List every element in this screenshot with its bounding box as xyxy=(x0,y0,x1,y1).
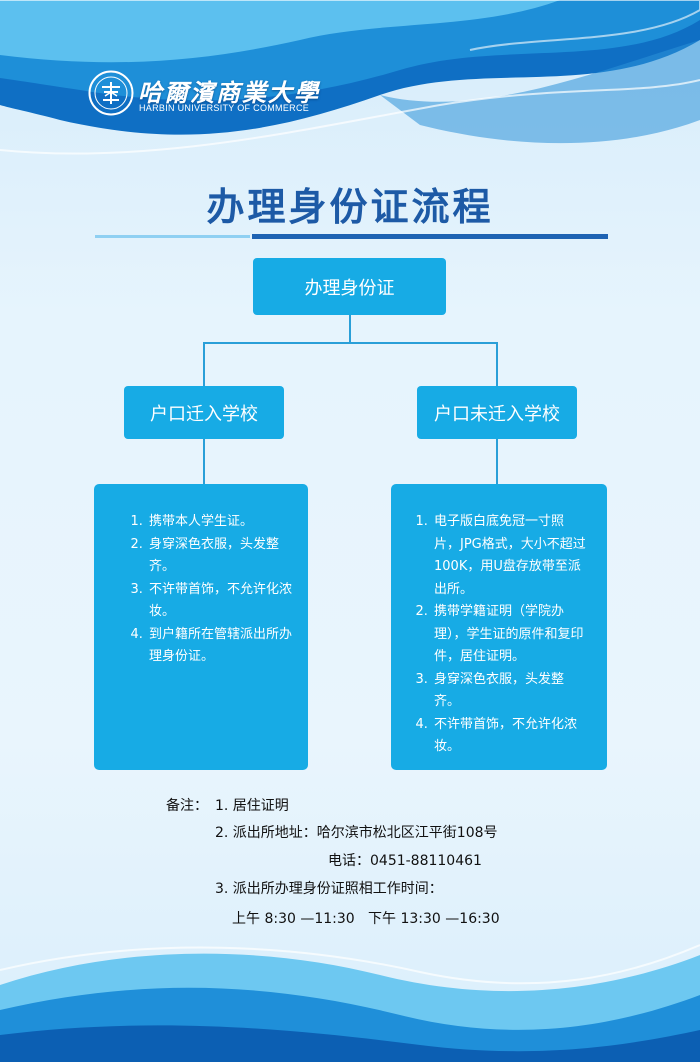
connector-root-down xyxy=(349,315,351,343)
school-name-cn: 哈爾濱商業大學 xyxy=(138,78,320,107)
notes-item-3: 3. 派出所办理身份证照相工作时间： xyxy=(215,881,443,897)
list-item: 携带学籍证明（学院办理），学生证的原件和复印件，居住证明。 xyxy=(432,601,589,669)
list-item: 身穿深色衣服，头发整齐。 xyxy=(432,669,589,714)
notes-label: 备注： xyxy=(166,798,208,814)
notes-item-2: 2. 派出所地址：哈尔滨市松北区江平街108号 xyxy=(215,825,498,841)
school-name-en: HARBIN UNIVERSITY OF COMMERCE xyxy=(139,103,310,113)
flow-left-branch-box: 户口迁入学校 xyxy=(124,386,284,439)
notes-item-1: 1. 居住证明 xyxy=(215,798,289,814)
list-item: 电子版白底免冠一寸照片，JPG格式，大小不超过100K，用U盘存放带至派出所。 xyxy=(432,511,589,601)
connector-right-down xyxy=(496,342,498,386)
university-seal-icon xyxy=(88,70,134,116)
title-rule-dark xyxy=(252,234,608,239)
list-item: 身穿深色衣服，头发整齐。 xyxy=(147,534,294,579)
left-steps-panel: 携带本人学生证。 身穿深色衣服，头发整齐。 不许带首饰，不允许化浓妆。 到户籍所… xyxy=(94,484,308,770)
title-rule-light xyxy=(95,235,250,238)
connector-right-panel xyxy=(496,439,498,484)
flow-right-branch-box: 户口未迁入学校 xyxy=(417,386,577,439)
list-item: 不许带首饰，不允许化浓妆。 xyxy=(147,579,294,624)
right-steps-list: 电子版白底免冠一寸照片，JPG格式，大小不超过100K，用U盘存放带至派出所。 … xyxy=(417,511,589,759)
list-item: 携带本人学生证。 xyxy=(147,511,294,534)
left-steps-list: 携带本人学生证。 身穿深色衣服，头发整齐。 不许带首饰，不允许化浓妆。 到户籍所… xyxy=(132,511,294,669)
list-item: 不许带首饰，不允许化浓妆。 xyxy=(432,714,589,759)
connector-left-panel xyxy=(203,439,205,484)
flow-root-box: 办理身份证 xyxy=(253,258,446,315)
notes-phone: 电话：0451-88110461 xyxy=(328,853,482,869)
list-item: 到户籍所在管辖派出所办理身份证。 xyxy=(147,624,294,669)
right-steps-panel: 电子版白底免冠一寸照片，JPG格式，大小不超过100K，用U盘存放带至派出所。 … xyxy=(391,484,607,770)
connector-horizontal xyxy=(203,342,498,344)
notes-hours: 上午 8:30 —11:30 下午 13:30 —16:30 xyxy=(232,911,500,927)
connector-left-down xyxy=(203,342,205,386)
page-title: 办理身份证流程 xyxy=(206,185,494,229)
